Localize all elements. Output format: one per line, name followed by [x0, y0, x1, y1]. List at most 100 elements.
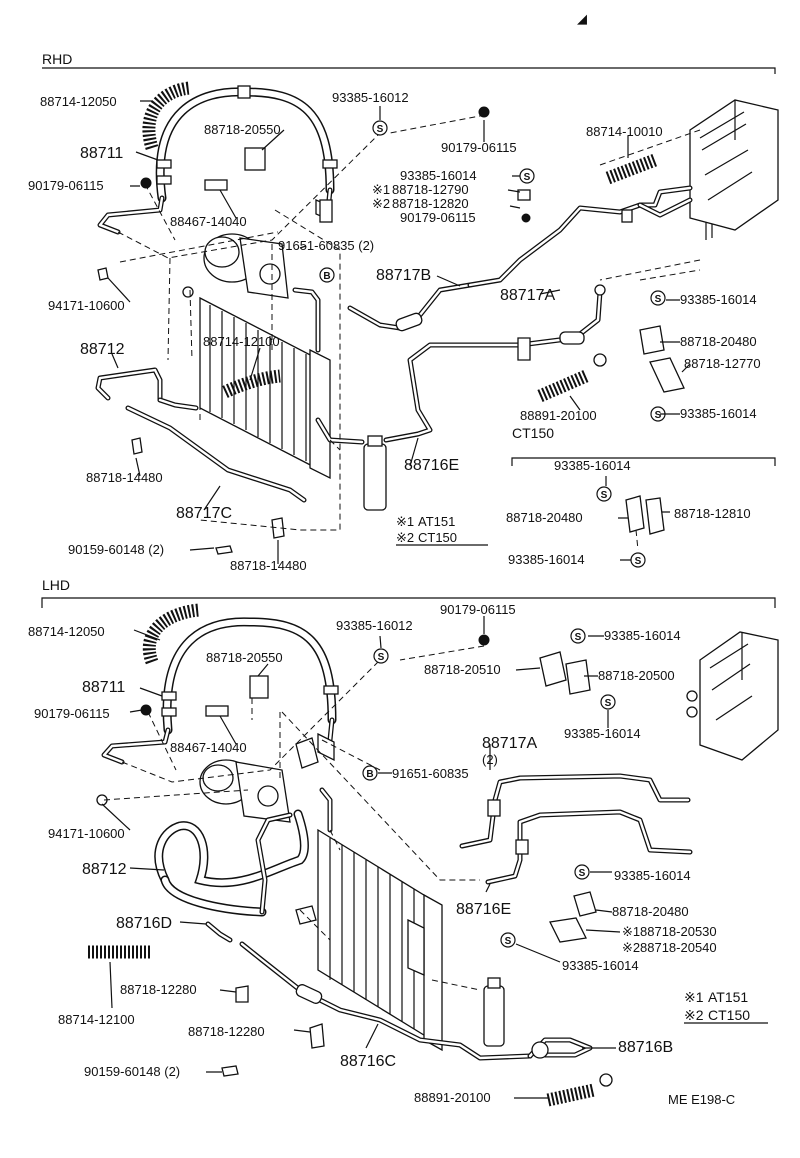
label-88717A: 88717A — [482, 735, 537, 752]
lhd-section-bracket — [41, 597, 776, 608]
label-88718-20540: 88718-20540 — [640, 940, 717, 955]
mark-1: ※1 — [372, 182, 390, 197]
svg-text:B: B — [323, 271, 330, 282]
mark-2: ※2 — [622, 940, 640, 955]
label-88717B: 88717B — [376, 267, 431, 284]
label-93385-16014: 93385-16014 — [604, 628, 681, 643]
svg-text:S: S — [635, 556, 642, 567]
label-90179-06115: 90179-06115 — [28, 178, 104, 193]
label-88716E: 88716E — [404, 457, 459, 474]
label-88467-14040: 88467-14040 — [170, 740, 247, 755]
note-1-mark: ※1 — [684, 989, 704, 1005]
label-88717C: 88717C — [176, 505, 232, 522]
condenser — [317, 828, 443, 1052]
label-88716E: 88716E — [456, 901, 511, 918]
label-88718-20550: 88718-20550 — [204, 122, 281, 137]
b-symbol: B — [362, 765, 378, 781]
svg-text:S: S — [524, 172, 531, 183]
hose-coil-88714-10010 — [605, 153, 658, 185]
ct150-inset-bracket — [511, 457, 776, 466]
label-88718-12280: 88718-12280 — [188, 1024, 265, 1039]
s-symbol: S — [372, 120, 388, 136]
label-88718-12810: 88718-12810 — [674, 506, 751, 521]
label-88711: 88711 — [80, 145, 123, 162]
label-90179-06115: 90179-06115 — [34, 706, 110, 721]
b-symbol: B — [319, 267, 335, 283]
s-symbol: S — [373, 648, 389, 664]
label-88712: 88712 — [82, 861, 127, 878]
label-88714-12050: 88714-12050 — [28, 624, 105, 639]
label-88714-12100: 88714-12100 — [203, 334, 280, 349]
small-fittings — [96, 634, 597, 1077]
label-88718-20480: 88718-20480 — [612, 904, 689, 919]
svg-text:S: S — [579, 868, 586, 879]
receiver-dryer — [483, 977, 505, 1047]
label-93385-16014: 93385-16014 — [508, 552, 585, 567]
label-88717A-qty: (2) — [482, 752, 498, 767]
hose-coil-88714-12100 — [222, 369, 281, 398]
mark-2: ※2 — [372, 196, 390, 211]
label-93385-16014: 93385-16014 — [614, 868, 691, 883]
label-93385-16012: 93385-16012 — [332, 90, 409, 105]
note-1-code: AT151 — [708, 989, 748, 1005]
compressor — [203, 233, 289, 299]
evaporator-unit — [686, 631, 779, 761]
s-symbol: S — [630, 552, 646, 568]
label-88718-12280: 88718-12280 — [120, 982, 197, 997]
ct150-inset: S S — [596, 486, 665, 568]
lhd-section-label: LHD — [42, 577, 70, 593]
label-88718-20480: 88718-20480 — [506, 510, 583, 525]
lhd-section: LHD — [28, 577, 779, 1107]
label-88891-20100: 88891-20100 — [414, 1090, 491, 1105]
label-88718-20530: 88718-20530 — [640, 924, 717, 939]
svg-text:S: S — [378, 652, 385, 663]
s-symbol: S — [519, 168, 535, 184]
note-1-mark: ※1 — [396, 514, 414, 529]
note-2-code: CT150 — [418, 530, 457, 545]
label-91651-60835: 91651-60835 — [392, 766, 469, 781]
label-88711: 88711 — [82, 679, 125, 696]
label-90159-60148: 90159-60148 (2) — [84, 1064, 180, 1079]
label-88718-20480: 88718-20480 — [680, 334, 757, 349]
label-93385-16014: 93385-16014 — [562, 958, 639, 973]
mark-1: ※1 — [622, 924, 640, 939]
label-90179-06115: 90179-06115 — [441, 140, 517, 155]
label-88716C: 88716C — [340, 1053, 396, 1070]
label-88714-12050: 88714-12050 — [40, 94, 117, 109]
label-94171-10600: 94171-10600 — [48, 826, 125, 841]
compressor — [199, 759, 291, 823]
label-88467-14040: 88467-14040 — [170, 214, 247, 229]
note-1-code: AT151 — [418, 514, 455, 529]
condenser — [199, 296, 331, 480]
svg-text:S: S — [655, 410, 662, 421]
label-88718-12820: 88718-12820 — [392, 196, 469, 211]
rhd-section-label: RHD — [42, 51, 72, 67]
s-symbol: S — [596, 486, 612, 502]
label-93385-16014: 93385-16014 — [680, 292, 757, 307]
hose-coil-88891-20100 — [537, 370, 589, 402]
label-88714-12100: 88714-12100 — [58, 1012, 135, 1027]
label-90179-06115: 90179-06115 — [440, 602, 516, 617]
s-symbol: S — [600, 694, 616, 710]
label-94171-10600: 94171-10600 — [48, 298, 125, 313]
rhd-section-bracket — [42, 67, 776, 74]
label-93385-16012: 93385-16012 — [336, 618, 413, 633]
label-88718-20550: 88718-20550 — [206, 650, 283, 665]
label-88718-12790: 88718-12790 — [392, 182, 469, 197]
svg-text:S: S — [601, 490, 608, 501]
hose-coil-88714-12050 — [142, 81, 191, 150]
rhd-section: RHD — [28, 51, 779, 573]
label-93385-16014: 93385-16014 — [564, 726, 641, 741]
label-CT150: CT150 — [512, 425, 554, 441]
receiver-dryer — [363, 435, 387, 511]
label-88717A: 88717A — [500, 287, 555, 304]
label-90179-06115: 90179-06115 — [400, 210, 476, 225]
svg-text:B: B — [366, 769, 373, 780]
label-88718-20500: 88718-20500 — [598, 668, 675, 683]
figure-code: ME E198-C — [668, 1092, 735, 1107]
label-90159-60148: 90159-60148 (2) — [68, 542, 164, 557]
svg-text:S: S — [505, 936, 512, 947]
s-symbol: S — [650, 290, 666, 306]
label-93385-16014: 93385-16014 — [400, 168, 477, 183]
